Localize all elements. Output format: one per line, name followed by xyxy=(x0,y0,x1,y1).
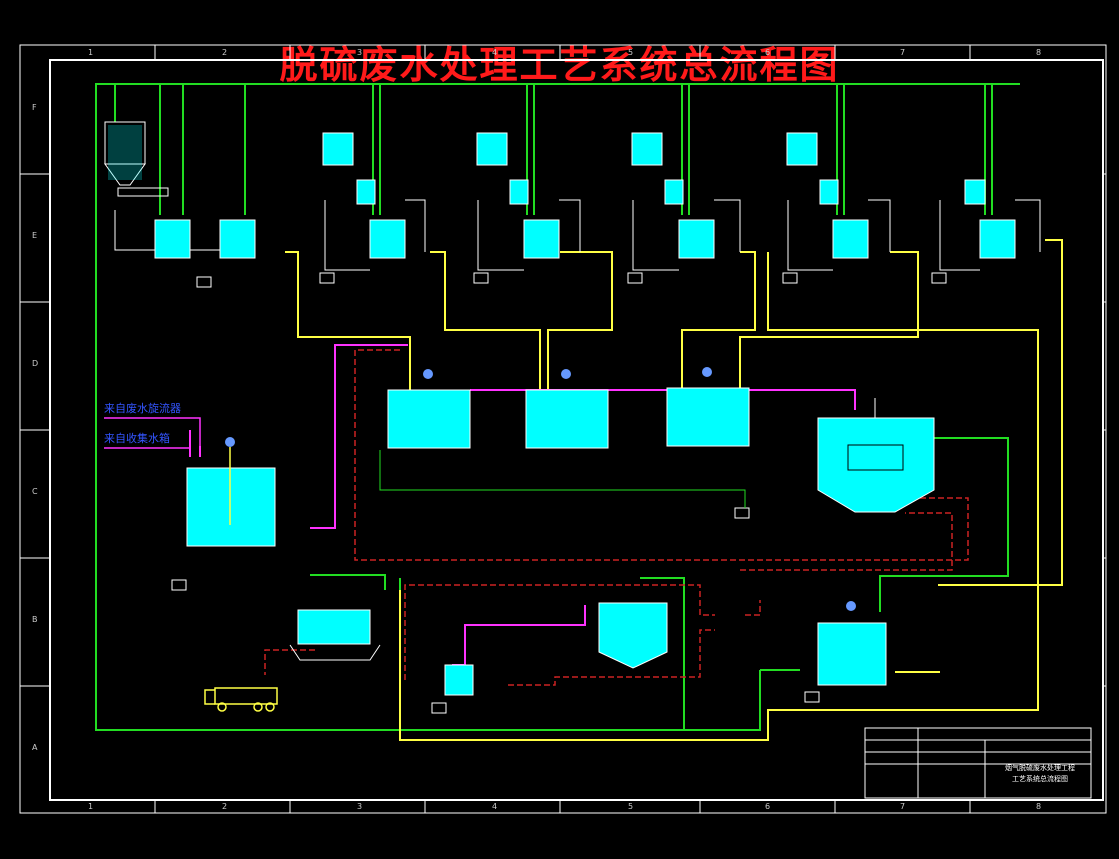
col-label: 6 xyxy=(765,802,770,811)
title-block-line1: 烟气脱硫废水处理工程 xyxy=(1005,763,1075,772)
filter-press xyxy=(289,609,381,661)
sludge-pipes xyxy=(189,344,856,666)
row-label: D xyxy=(32,359,38,368)
grid-labels: 1 2 3 4 5 6 7 8 1 2 3 4 5 6 7 8 F E D C … xyxy=(32,48,1041,811)
title-block xyxy=(864,727,1092,799)
small-tank xyxy=(444,664,474,696)
diagram-title: 脱硫废水处理工艺系统总流程图 xyxy=(279,43,840,87)
chemical-pipes xyxy=(285,239,1063,741)
col-label: 2 xyxy=(222,48,227,57)
buffer-tank xyxy=(186,437,276,547)
col-label: 1 xyxy=(88,48,93,57)
dosing-piping xyxy=(114,199,1041,271)
row-label: C xyxy=(32,487,38,496)
inlet-arrows xyxy=(104,417,201,457)
row-label: A xyxy=(32,743,38,752)
truck-icon xyxy=(204,687,278,712)
lime-silo xyxy=(104,121,169,197)
col-label: 5 xyxy=(628,802,633,811)
col-label: 2 xyxy=(222,802,227,811)
col-label: 4 xyxy=(492,802,497,811)
inlet-label-1: 来自废水旋流器 xyxy=(104,401,181,415)
col-label: 7 xyxy=(900,48,905,57)
dosing-units xyxy=(154,132,1016,259)
inlet-label-2: 来自收集水箱 xyxy=(104,431,170,445)
col-label: 7 xyxy=(900,802,905,811)
col-label: 8 xyxy=(1036,802,1041,811)
col-label: 3 xyxy=(357,48,362,57)
drain-pits xyxy=(171,272,947,714)
clarifier xyxy=(817,398,935,513)
col-label: 5 xyxy=(628,48,633,57)
outer-frame xyxy=(19,44,1107,814)
col-label: 6 xyxy=(765,48,770,57)
grid-ticks xyxy=(20,45,1106,813)
col-label: 4 xyxy=(492,48,497,57)
row-label: B xyxy=(32,615,38,624)
sludge-thickener xyxy=(598,602,668,669)
reaction-tanks xyxy=(379,367,750,508)
clean-water-tank xyxy=(817,601,887,686)
col-label: 1 xyxy=(88,802,93,811)
row-label: F xyxy=(32,103,37,112)
row-label: E xyxy=(32,231,37,240)
col-label: 8 xyxy=(1036,48,1041,57)
col-label: 3 xyxy=(357,802,362,811)
title-block-line2: 工艺系统总流程图 xyxy=(1012,774,1068,783)
return-pipes xyxy=(264,349,969,686)
